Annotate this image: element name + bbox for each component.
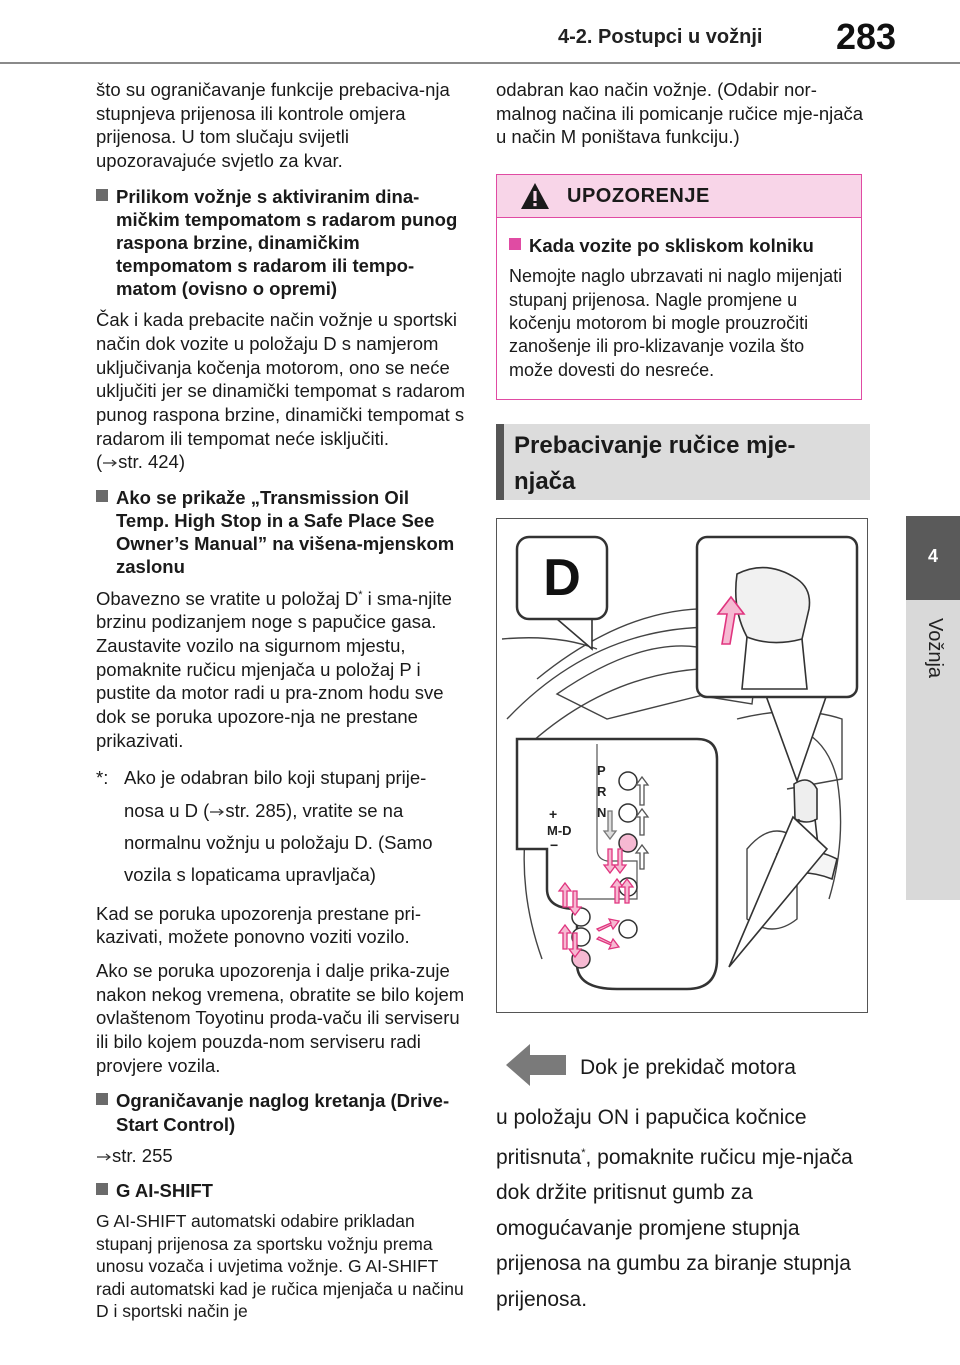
square-bullet-icon <box>96 1093 108 1106</box>
transmission-oil-paragraph: Obavezno se vratite u položaj D* i sma-n… <box>96 587 466 753</box>
subheading-text: Kada vozite po skliskom kolniku <box>529 235 814 256</box>
banner-accent-bar <box>496 424 504 500</box>
open-paren: ( <box>96 451 103 473</box>
left-intro-paragraph: što su ograničavanje funkcije prebaciva-… <box>96 79 450 172</box>
gate-md-label: M-D <box>547 823 572 838</box>
right-arrow-icon <box>103 459 118 467</box>
footnote: *: Ako je odabran bilo koji stupanj prij… <box>96 762 466 892</box>
procedure-banner: Prebacivanje ručice mje-njača <box>496 424 870 500</box>
g-ai-shift-paragraph: G AI-SHIFT automatski odabire prikladan … <box>96 1211 464 1322</box>
subheading-g-ai-shift: G AI-SHIFT <box>96 1179 466 1202</box>
callout-pointer-lower <box>728 815 829 968</box>
right-column: odabran kao način vožnje. (Odabir nor-ma… <box>496 78 868 159</box>
footnote-marker: *: <box>96 767 109 789</box>
square-bullet-icon <box>96 1183 108 1196</box>
page-reference[interactable]: str. 255 <box>112 1144 173 1166</box>
gate-p-label: P <box>597 763 606 778</box>
chapter-label-strip: Vožnja <box>906 600 960 900</box>
gate-inset: P R N + M-D − <box>515 737 719 991</box>
gate-plus-label: + <box>549 806 557 822</box>
warning-header: UPOZORENJE <box>497 175 861 218</box>
page-reference[interactable]: str. 424) <box>118 451 186 473</box>
footnote-marker: * <box>358 588 363 601</box>
warning-triangle-icon <box>521 183 549 209</box>
shift-lever-illustration: D P R N + M-D − <box>501 535 859 991</box>
subheading-text: G AI-SHIFT <box>116 1180 213 1202</box>
subheading-text: Prilikom vožnje s aktiviranim dina-mički… <box>116 185 458 300</box>
warning-box: UPOZORENJE Kada vozite po skliskom kolni… <box>496 174 862 400</box>
gate-minus-label: − <box>550 837 558 853</box>
shift-direction-arrows <box>557 775 650 959</box>
warning-subheading: Kada vozite po skliskom kolniku <box>509 234 851 257</box>
square-bullet-icon <box>509 238 521 250</box>
page-header: 4-2. Postupci u vožnji 283 <box>0 0 960 64</box>
step-text-part: u položaju ON i papučica kočnice pritisn… <box>496 1106 807 1169</box>
step-first-line: Dok je prekidač motora <box>580 1056 796 1079</box>
subheading-text: Ako se prikaže „Transmission Oil Temp. H… <box>116 487 455 578</box>
step-text: u položaju ON i papučica kočnice pritisn… <box>496 1100 876 1317</box>
warning-text: Nemojte naglo ubrzavati ni naglo mijenja… <box>509 266 843 380</box>
subheading-text: Ograničavanje naglog kretanja (Drive-Sta… <box>116 1090 450 1135</box>
d-badge: D <box>515 535 609 651</box>
shift-lever-figure: D P R N + M-D − <box>496 518 868 1013</box>
push-button-arrow-icon <box>716 595 746 645</box>
chapter-label: Vožnja <box>924 618 946 679</box>
footnote-marker: * <box>581 1146 586 1159</box>
right-arrow-icon <box>97 1153 111 1161</box>
dealer-contact-paragraph: Ako se poruka upozorenja i dalje prika-z… <box>96 960 465 1076</box>
left-column: što su ograničavanje funkcije prebaciva-… <box>96 78 466 1332</box>
cruise-control-paragraph: Čak i kada prebacite način vožnje u spor… <box>96 308 466 474</box>
right-intro-paragraph: odabran kao način vožnje. (Odabir nor-ma… <box>496 79 864 148</box>
square-bullet-icon <box>96 490 108 503</box>
step-text-part: , pomaknite ručicu mje-njača dok držite … <box>496 1145 853 1311</box>
paragraph-text: Čak i kada prebacite način vožnje u spor… <box>96 309 466 449</box>
gate-r-label: R <box>597 784 607 799</box>
right-arrow-icon <box>210 808 225 816</box>
badge-letter: D <box>543 549 581 607</box>
warning-cleared-paragraph: Kad se poruka upozorenja prestane pri-ka… <box>96 902 421 948</box>
section-title: 4-2. Postupci u vožnji <box>558 26 763 48</box>
chapter-tab[interactable]: 4 <box>906 516 960 600</box>
warning-body: Kada vozite po skliskom kolniku Nemojte … <box>497 218 861 382</box>
step-arrow-icon <box>506 1044 566 1086</box>
knob-inset <box>695 535 859 699</box>
header-rule <box>0 62 960 64</box>
paragraph-text: i sma-njite brzinu podizanjem noge s pap… <box>96 587 452 751</box>
subheading-transmission-oil: Ako se prikaže „Transmission Oil Temp. H… <box>96 486 466 579</box>
square-bullet-icon <box>96 188 108 201</box>
paragraph-text: Obavezno se vratite u položaj D <box>96 587 359 609</box>
page-reference[interactable]: str. 285), vratite se na normalnu vožnju… <box>124 799 433 886</box>
warning-title: UPOZORENJE <box>567 185 710 207</box>
subheading-drive-start-control: Ograničavanje naglog kretanja (Drive-Sta… <box>96 1089 466 1135</box>
footnote-text: Ako je odabran bilo koji stupanj prije-n… <box>124 767 427 821</box>
procedure-title: Prebacivanje ručice mje-njača <box>514 432 796 495</box>
page-number: 283 <box>836 16 897 57</box>
drive-start-reference: str. 255 <box>96 1144 466 1168</box>
chapter-number: 4 <box>927 546 938 566</box>
gate-n-label: N <box>597 805 606 820</box>
subheading-cruise-control: Prilikom vožnje s aktiviranim dina-mički… <box>96 185 466 301</box>
